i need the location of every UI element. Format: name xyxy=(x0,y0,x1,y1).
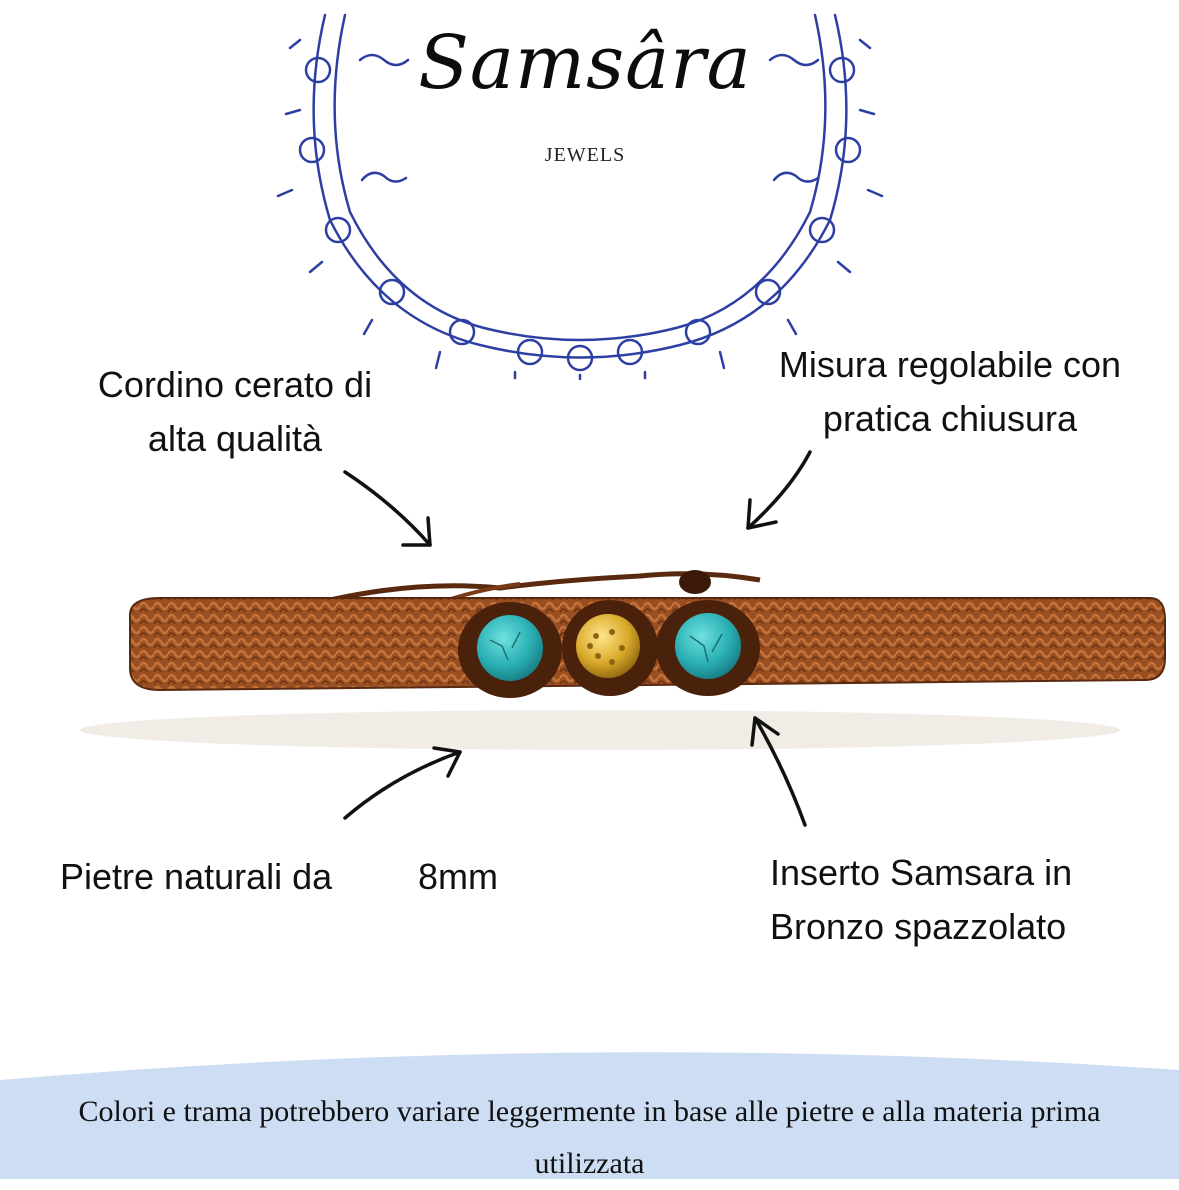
bronze-insert-bead xyxy=(576,614,640,678)
callout-bronze-insert: Inserto Samsara in Bronzo spazzolato xyxy=(770,852,1073,947)
brand-subtitle: JEWELS xyxy=(544,144,626,166)
callout-adjustable-size: Misura regolabile con pratica chiusura xyxy=(778,344,1122,439)
arrow-to-closure-icon xyxy=(746,450,812,530)
footer-disclaimer: Colori e trama potrebbero variare legger… xyxy=(78,1095,1101,1180)
bracelet-image xyxy=(80,570,1166,750)
callout-stone-size: 8mm xyxy=(418,856,498,897)
arrow-to-cord-icon xyxy=(343,470,432,547)
lace-ornament-frame xyxy=(276,13,884,380)
turquoise-bead-right xyxy=(675,613,741,679)
brand-logo: Samsâra JEWELS xyxy=(385,20,785,166)
footer-band xyxy=(0,1052,1179,1179)
brand-name: Samsâra xyxy=(418,20,752,106)
callout-waxed-cord: Cordino cerato di alta qualità xyxy=(97,364,373,459)
turquoise-bead-left xyxy=(477,615,543,681)
lace-loops xyxy=(298,56,862,372)
callout-natural-stones: Pietre naturali da xyxy=(60,856,333,897)
